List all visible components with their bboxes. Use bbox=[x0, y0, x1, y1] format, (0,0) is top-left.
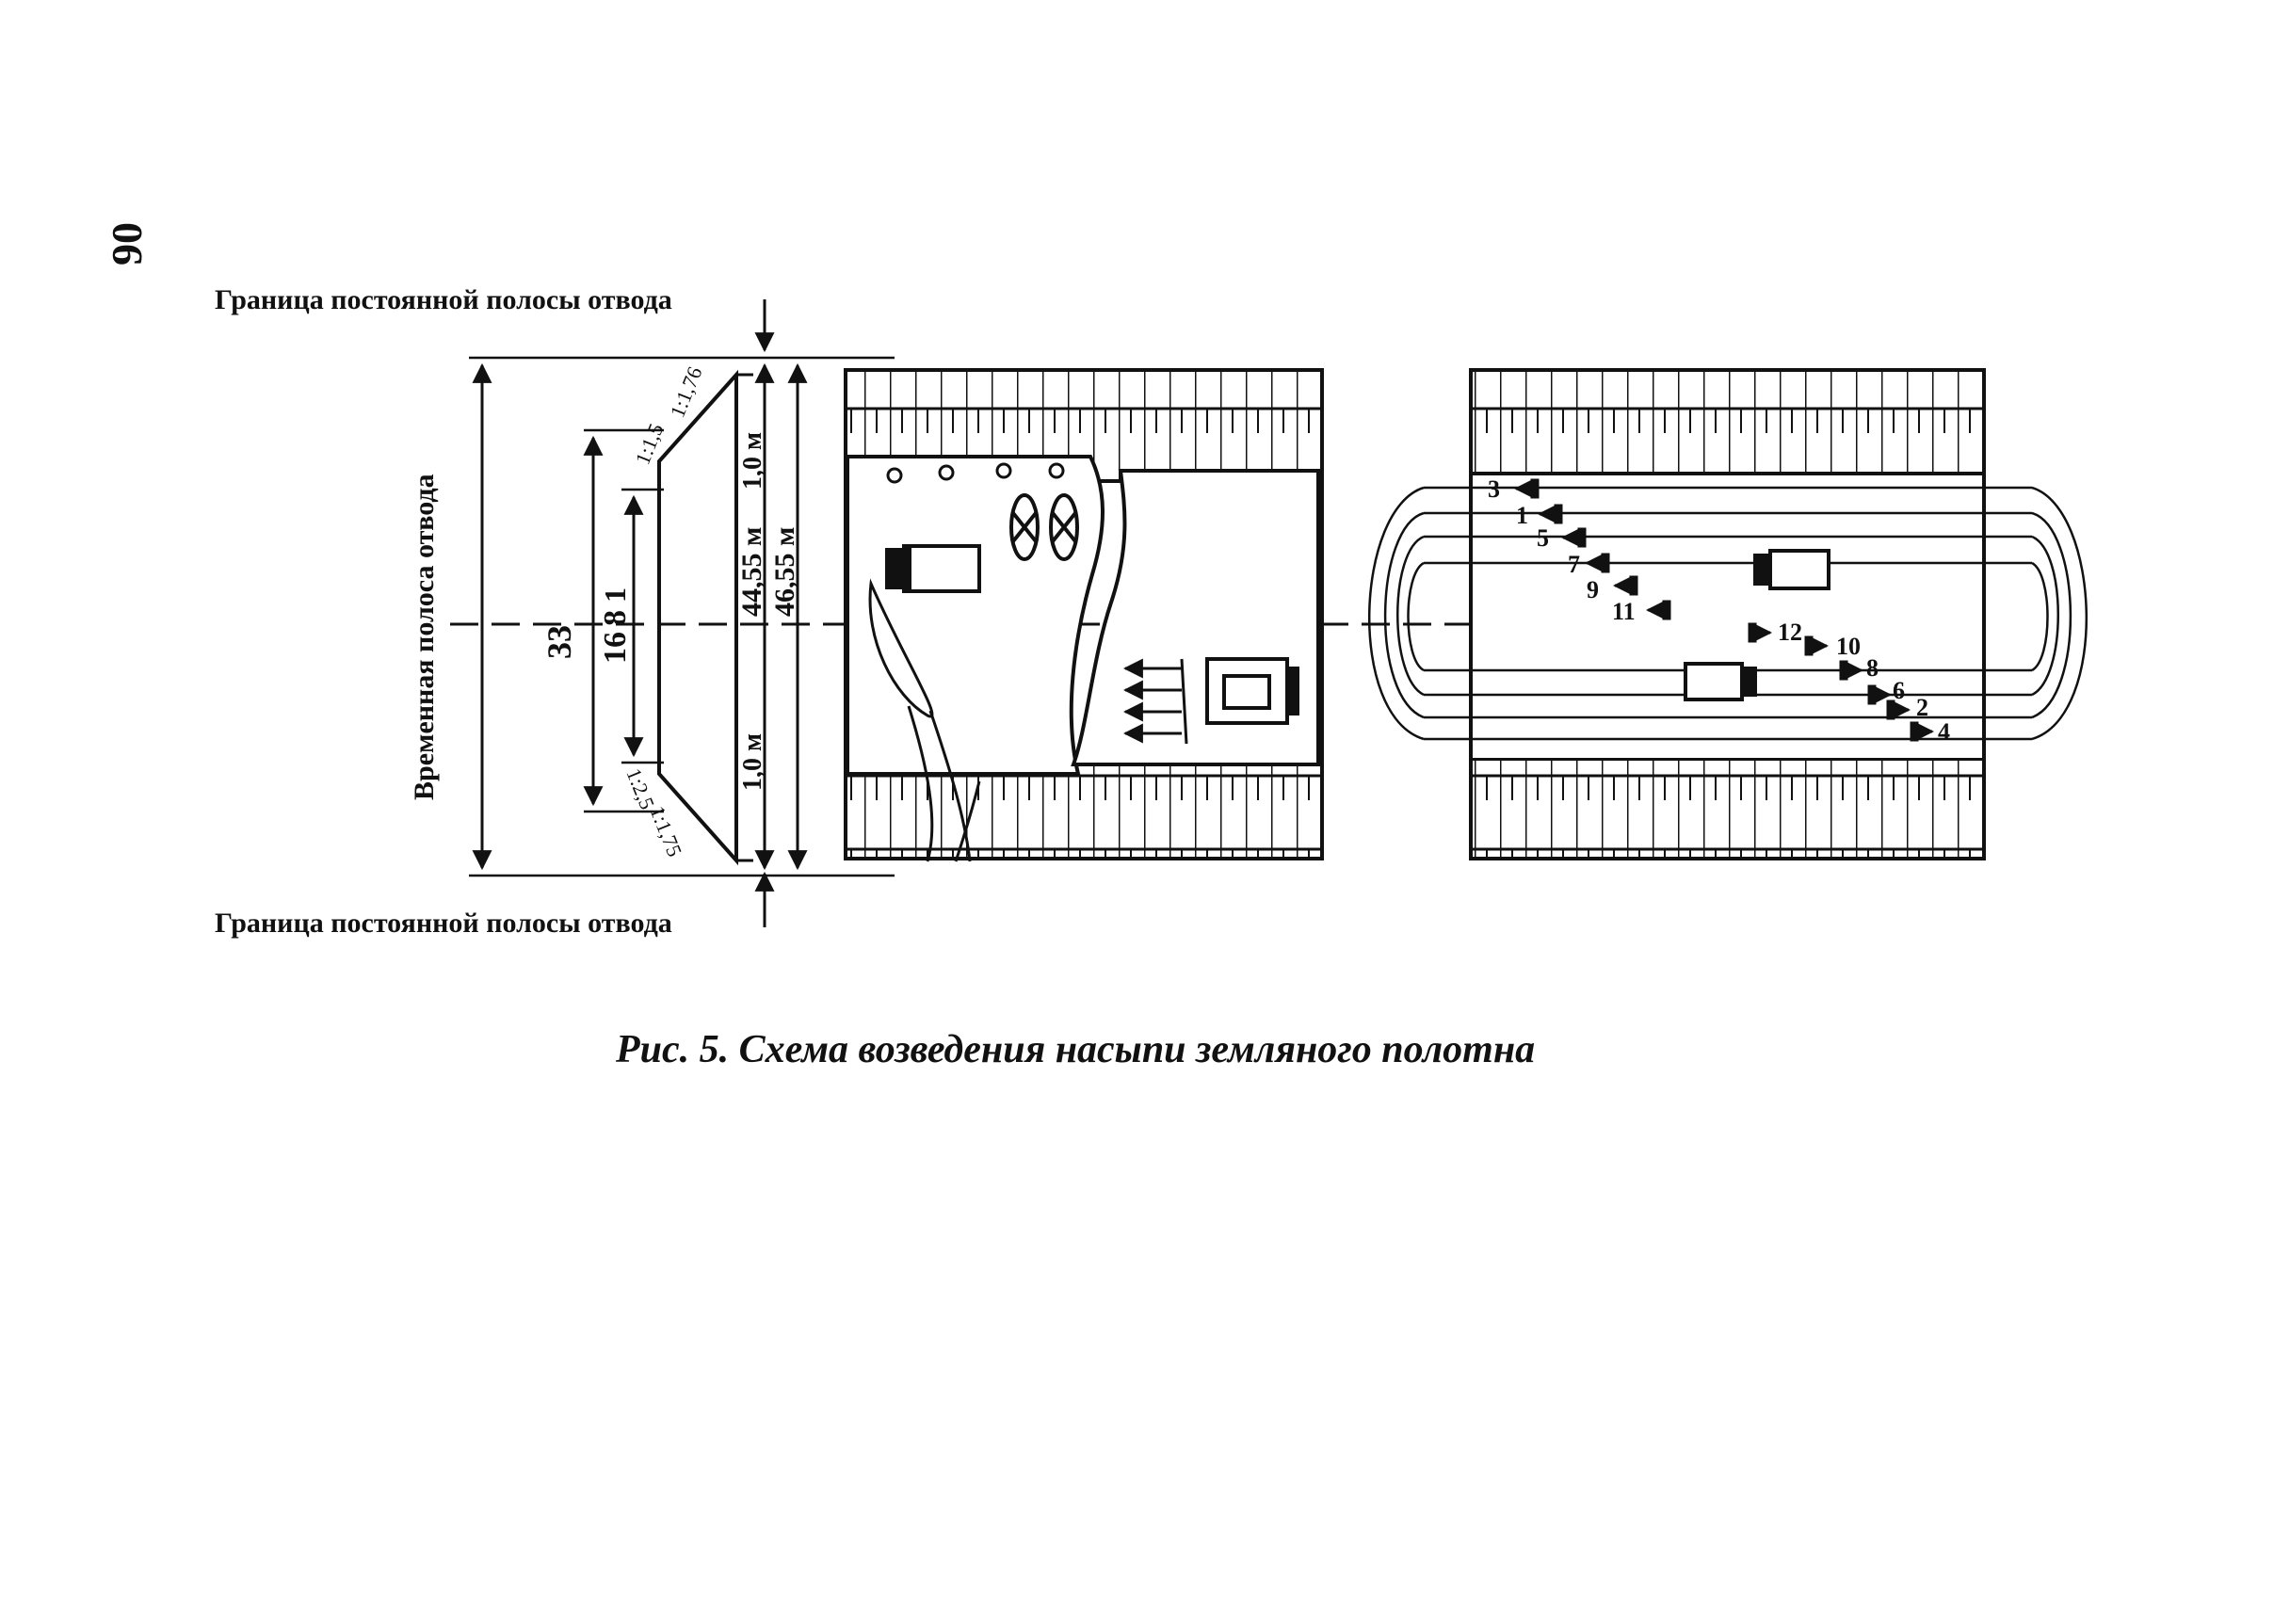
pass-number-8: 8 bbox=[1866, 654, 1879, 682]
dim-width-a: 44,55 м bbox=[736, 527, 767, 617]
pass-number-12: 12 bbox=[1778, 619, 1802, 646]
dim-inner-c: 1 bbox=[598, 587, 632, 603]
dim-bottom-offset: 1,0 м bbox=[738, 733, 767, 791]
figure-caption: Рис. 5. Схема возведения насыпи земляног… bbox=[615, 1028, 1535, 1071]
dimension-lines bbox=[472, 362, 808, 871]
dim-total: 33 bbox=[540, 625, 578, 659]
pass-number-1: 1 bbox=[1516, 502, 1528, 529]
temporary-strip-label: Временная полоса отвода bbox=[409, 474, 440, 800]
slope-top-b: 1:1,5 bbox=[630, 420, 668, 468]
top-boundary-label: Граница постоянной полосы отвода bbox=[215, 284, 672, 315]
pass-number-10: 10 bbox=[1836, 633, 1861, 660]
dim-inner: 16 bbox=[598, 632, 633, 664]
cross-section-extension-lines bbox=[469, 356, 895, 877]
pass-number-5: 5 bbox=[1537, 524, 1549, 552]
bottom-boundary-label: Граница постоянной полосы отвода bbox=[215, 908, 672, 939]
embankment-cross-section bbox=[657, 369, 738, 866]
slope-bot-b: 1:1,75 bbox=[645, 803, 686, 860]
pass-number-3: 3 bbox=[1488, 475, 1500, 503]
pass-number-6: 6 bbox=[1893, 677, 1905, 704]
dim-width-b: 46,55 м bbox=[769, 527, 800, 617]
slope-top-a: 1:1,76 bbox=[665, 363, 706, 421]
pass-number-9: 9 bbox=[1587, 576, 1599, 603]
pass-number-4: 4 bbox=[1938, 718, 1950, 746]
dim-top-offset: 1,0 м bbox=[738, 432, 767, 490]
slope-bot-a: 1:2,5 bbox=[621, 765, 659, 813]
left-plan bbox=[844, 368, 1324, 862]
page-number: 90 bbox=[103, 222, 151, 265]
right-plan: 3 1 5 7 9 11 12 10 8 6 2 4 bbox=[1368, 368, 2088, 860]
pass-number-7: 7 bbox=[1568, 551, 1580, 578]
pass-number-2: 2 bbox=[1916, 694, 1928, 721]
dim-inner-b: 8 bbox=[598, 610, 633, 626]
pass-number-11: 11 bbox=[1612, 598, 1636, 625]
